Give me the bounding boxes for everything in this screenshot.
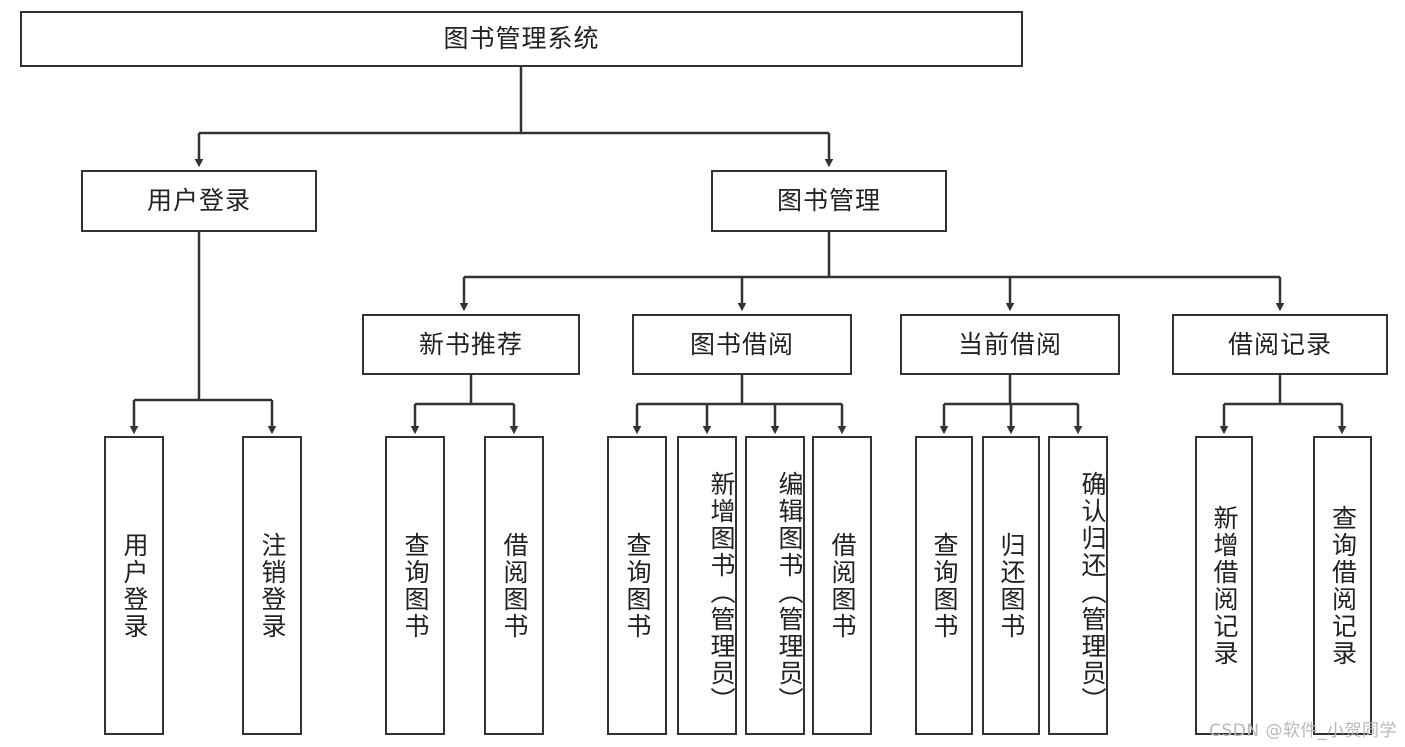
node-new-book-rec-label: 新书推荐 — [418, 329, 523, 359]
node-book-borrow-label: 图书借阅 — [689, 329, 794, 359]
node-user-login-label: 用户登录 — [146, 186, 251, 215]
node-new-book-rec[interactable]: 新书推荐 — [362, 314, 580, 375]
node-root[interactable]: 图书管理系统 — [20, 11, 1023, 67]
node-user-login[interactable]: 用户登录 — [81, 170, 317, 232]
node-leaf-add-book-label: 新增图书（管理员） — [707, 471, 736, 714]
node-leaf-borrow-book-1-label: 借阅图书 — [500, 531, 529, 640]
node-leaf-query-book-1[interactable]: 查询图书 — [385, 436, 445, 735]
node-leaf-query-book-2-label: 查询图书 — [623, 531, 652, 640]
node-book-manage-label: 图书管理 — [776, 186, 881, 215]
node-leaf-logout[interactable]: 注销登录 — [242, 436, 302, 735]
node-root-label: 图书管理系统 — [443, 24, 600, 53]
node-book-manage[interactable]: 图书管理 — [711, 170, 947, 232]
node-leaf-query-book-3-label: 查询图书 — [930, 531, 959, 640]
node-leaf-borrow-book-2[interactable]: 借阅图书 — [812, 436, 872, 735]
node-leaf-return-book[interactable]: 归还图书 — [982, 436, 1040, 735]
node-leaf-query-book-1-label: 查询图书 — [401, 531, 430, 640]
node-leaf-edit-book-label: 编辑图书（管理员） — [775, 471, 804, 714]
node-leaf-query-record[interactable]: 查询借阅记录 — [1313, 436, 1372, 735]
node-leaf-edit-book[interactable]: 编辑图书（管理员） — [745, 436, 805, 735]
node-book-borrow[interactable]: 图书借阅 — [632, 314, 852, 375]
node-leaf-user-login-label: 用户登录 — [120, 531, 149, 640]
node-leaf-borrow-book-2-label: 借阅图书 — [828, 531, 857, 640]
node-leaf-add-record[interactable]: 新增借阅记录 — [1195, 436, 1253, 735]
node-leaf-query-record-label: 查询借阅记录 — [1328, 504, 1358, 667]
node-leaf-add-book[interactable]: 新增图书（管理员） — [677, 436, 737, 735]
node-borrow-record[interactable]: 借阅记录 — [1172, 314, 1388, 375]
node-leaf-logout-label: 注销登录 — [258, 531, 287, 640]
node-leaf-confirm-return-label: 确认归还（管理员） — [1078, 471, 1107, 714]
node-leaf-return-book-label: 归还图书 — [997, 531, 1026, 640]
node-leaf-user-login[interactable]: 用户登录 — [104, 436, 164, 735]
node-leaf-borrow-book-1[interactable]: 借阅图书 — [484, 436, 544, 735]
node-leaf-query-book-2[interactable]: 查询图书 — [607, 436, 667, 735]
node-leaf-confirm-return[interactable]: 确认归还（管理员） — [1048, 436, 1108, 735]
node-leaf-add-record-label: 新增借阅记录 — [1210, 504, 1239, 667]
node-current-borrow[interactable]: 当前借阅 — [900, 314, 1120, 375]
node-current-borrow-label: 当前借阅 — [957, 329, 1062, 359]
node-leaf-query-book-3[interactable]: 查询图书 — [915, 436, 973, 735]
node-borrow-record-label: 借阅记录 — [1227, 329, 1332, 359]
csdn-watermark: CSDN @软件_小贺同学 — [1209, 721, 1397, 741]
